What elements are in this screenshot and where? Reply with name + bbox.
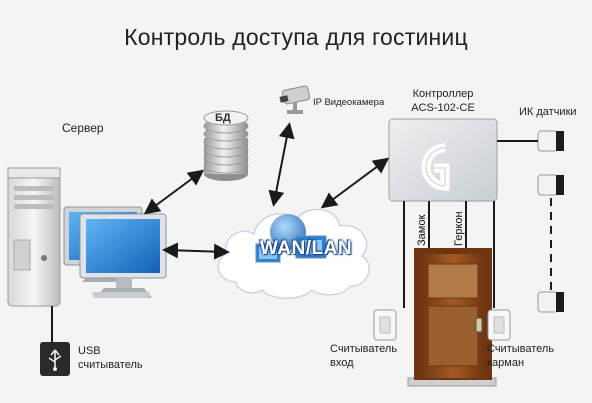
reader-pocket-label-line1: Считыватель xyxy=(487,343,555,355)
reed-switch-label: Геркон xyxy=(453,211,465,246)
monitor-front-icon xyxy=(79,213,167,298)
arrow-server-db xyxy=(143,169,205,215)
ir-sensors-label: ИК датчики xyxy=(519,106,577,118)
reader-pocket-label-line2: карман xyxy=(487,357,525,369)
reader-pocket-icon xyxy=(487,309,511,341)
door-icon xyxy=(407,248,497,387)
database-icon xyxy=(203,110,249,181)
network-label: WAN/LAN xyxy=(259,238,353,259)
arrow-server-network xyxy=(162,242,230,260)
lock-label: Замок xyxy=(416,214,428,246)
camera-label: IP Видеокамера xyxy=(313,97,385,108)
controller-box-icon xyxy=(388,118,498,202)
server-label: Сервер xyxy=(62,121,104,135)
ir-sensors xyxy=(537,130,564,313)
camera-icon xyxy=(279,85,311,114)
arrow-network-controller xyxy=(320,157,390,209)
ir-sensor-icon xyxy=(537,130,564,152)
ir-sensor-icon xyxy=(537,174,564,196)
usb-label-line1: USB xyxy=(78,345,101,357)
page-title: Контроль доступа для гостиниц xyxy=(124,24,468,50)
reader-entry-label-line2: вход xyxy=(330,357,354,369)
controller-label-line2: ACS-102-CE xyxy=(411,102,475,114)
usb-label-line2: считыватель xyxy=(78,359,143,371)
reader-entry-label-line1: Считыватель xyxy=(330,343,398,355)
db-label: БД xyxy=(215,112,231,124)
controller-label-line1: Контроллер xyxy=(412,88,474,100)
server-tower-icon xyxy=(7,167,61,307)
connections xyxy=(51,122,538,342)
reader-entry-icon xyxy=(373,309,397,341)
arrow-camera-network xyxy=(268,122,295,207)
usb-reader-icon xyxy=(40,342,70,376)
ir-sensor-icon xyxy=(537,291,564,313)
network-cloud-icon xyxy=(217,208,370,299)
